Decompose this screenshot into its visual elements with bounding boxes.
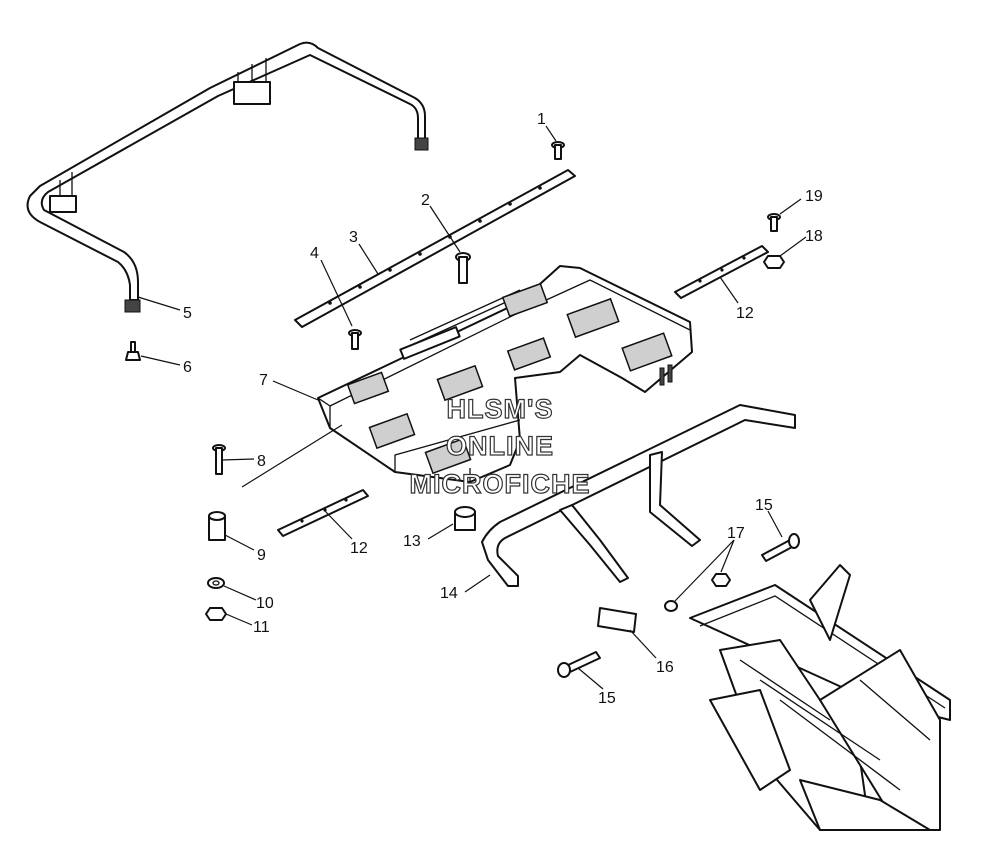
callout-4: 4 (310, 245, 319, 262)
bolt-8 (212, 444, 226, 475)
callout-1: 1 (537, 111, 546, 128)
bolt-2 (455, 252, 471, 284)
rear-rack-panel (317, 265, 693, 483)
bolt-15-upper (761, 533, 800, 562)
plate-16 (597, 607, 637, 633)
rack-rail-tube (26, 41, 429, 313)
watermark-line-3: MICROFICHE (410, 469, 591, 499)
nut-17 (664, 573, 731, 612)
callout-5: 5 (183, 305, 192, 322)
callout-2: 2 (421, 192, 430, 209)
callout-3: 3 (349, 229, 358, 246)
callout-9: 9 (257, 547, 266, 564)
washer-10 (207, 577, 225, 589)
callout-15-upper: 15 (755, 497, 773, 514)
bolt-15-lower (557, 651, 601, 678)
callout-12-left: 12 (350, 540, 368, 557)
watermark-line-1: HLSM'S (447, 394, 554, 424)
nut-18 (763, 255, 785, 269)
callout-19: 19 (805, 188, 823, 205)
watermark-line-2: ONLINE (446, 431, 554, 461)
nut-11 (205, 607, 227, 621)
support-bracket (481, 404, 796, 587)
push-rivet-6 (125, 341, 141, 361)
callout-16: 16 (656, 659, 674, 676)
strip-bar-short-right (674, 245, 769, 299)
strip-bar-short-left (277, 489, 369, 537)
callout-6: 6 (183, 359, 192, 376)
callout-11: 11 (253, 619, 270, 636)
callout-14: 14 (440, 585, 458, 602)
callout-15-lower: 15 (598, 690, 616, 707)
callout-12-right: 12 (736, 305, 754, 322)
strip-bar-long (294, 169, 576, 328)
leader-lines (137, 125, 807, 690)
callout-17: 17 (727, 525, 745, 542)
callout-10: 10 (256, 595, 274, 612)
watermark: HLSM'S ONLINE MICROFICHE (409, 393, 591, 499)
bolt-4 (348, 329, 362, 350)
bolt-19 (767, 213, 781, 232)
bumper-13 (454, 506, 476, 531)
vehicle-frame (689, 564, 951, 831)
callout-8: 8 (257, 453, 266, 470)
callouts: 1 2 3 4 5 6 7 8 9 10 11 12 12 13 14 15 1… (183, 111, 823, 707)
bolt-1 (551, 141, 565, 160)
rack-panel-pockets (346, 282, 673, 475)
callout-7: 7 (259, 372, 268, 389)
callout-13: 13 (403, 533, 421, 550)
spacer-9 (208, 511, 226, 541)
callout-18: 18 (805, 228, 823, 245)
